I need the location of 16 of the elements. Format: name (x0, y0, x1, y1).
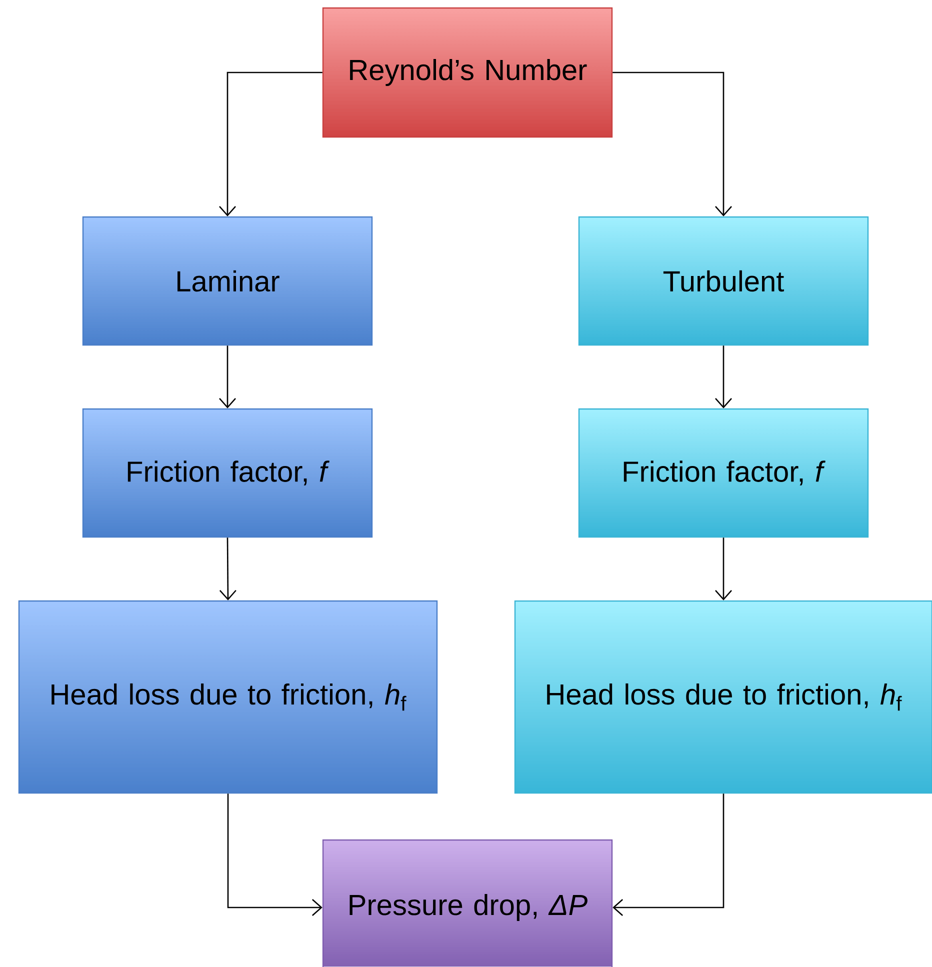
arrow (612, 72, 732, 216)
process-box: Friction factor, f (82, 408, 373, 538)
arrow (715, 538, 732, 600)
arrow (219, 72, 322, 216)
arrow (715, 346, 732, 408)
process-box: Turbulent (578, 216, 869, 346)
arrow (612, 794, 724, 916)
process-box: Pressure drop, ΔP (322, 839, 613, 967)
process-box: Head loss due to friction, h$_{f}$ (514, 600, 932, 794)
arrow (219, 346, 236, 408)
process-box: Friction factor, f (578, 408, 869, 538)
arrow (227, 794, 322, 916)
process-box: Reynold’s Number (322, 7, 613, 138)
process-box: Laminar (82, 216, 373, 346)
arrow (219, 538, 236, 600)
process-box: Head loss due to friction, h$_{f}$ (18, 600, 438, 794)
